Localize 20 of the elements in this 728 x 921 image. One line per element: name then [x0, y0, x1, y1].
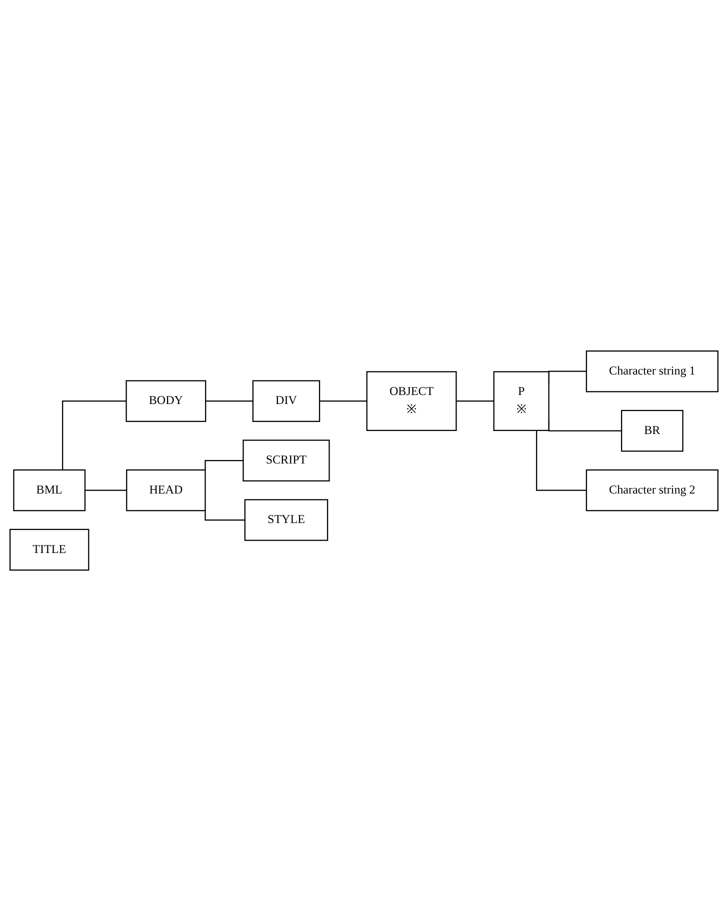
connector: [62, 400, 126, 470]
connector: [456, 400, 494, 402]
node-box: STYLE: [244, 499, 328, 541]
node-box: P ※: [493, 371, 550, 431]
node-box: SCRIPT: [242, 440, 330, 482]
node-box: Character string 1: [586, 350, 718, 392]
node-box: DIV: [252, 380, 320, 422]
connector: [84, 490, 127, 491]
node-box: Character string 2: [586, 469, 718, 512]
node-box: TITLE: [10, 528, 90, 571]
node-box: HEAD: [126, 469, 206, 512]
node-box: OBJECT ※: [366, 371, 457, 431]
node-box: BR: [621, 410, 684, 452]
node-box: BML: [13, 469, 86, 512]
connector: [318, 400, 367, 402]
node-box: BODY: [126, 380, 206, 422]
connector: [536, 430, 586, 491]
connector: [204, 460, 244, 470]
connector: [204, 510, 245, 521]
connector: [205, 400, 253, 402]
